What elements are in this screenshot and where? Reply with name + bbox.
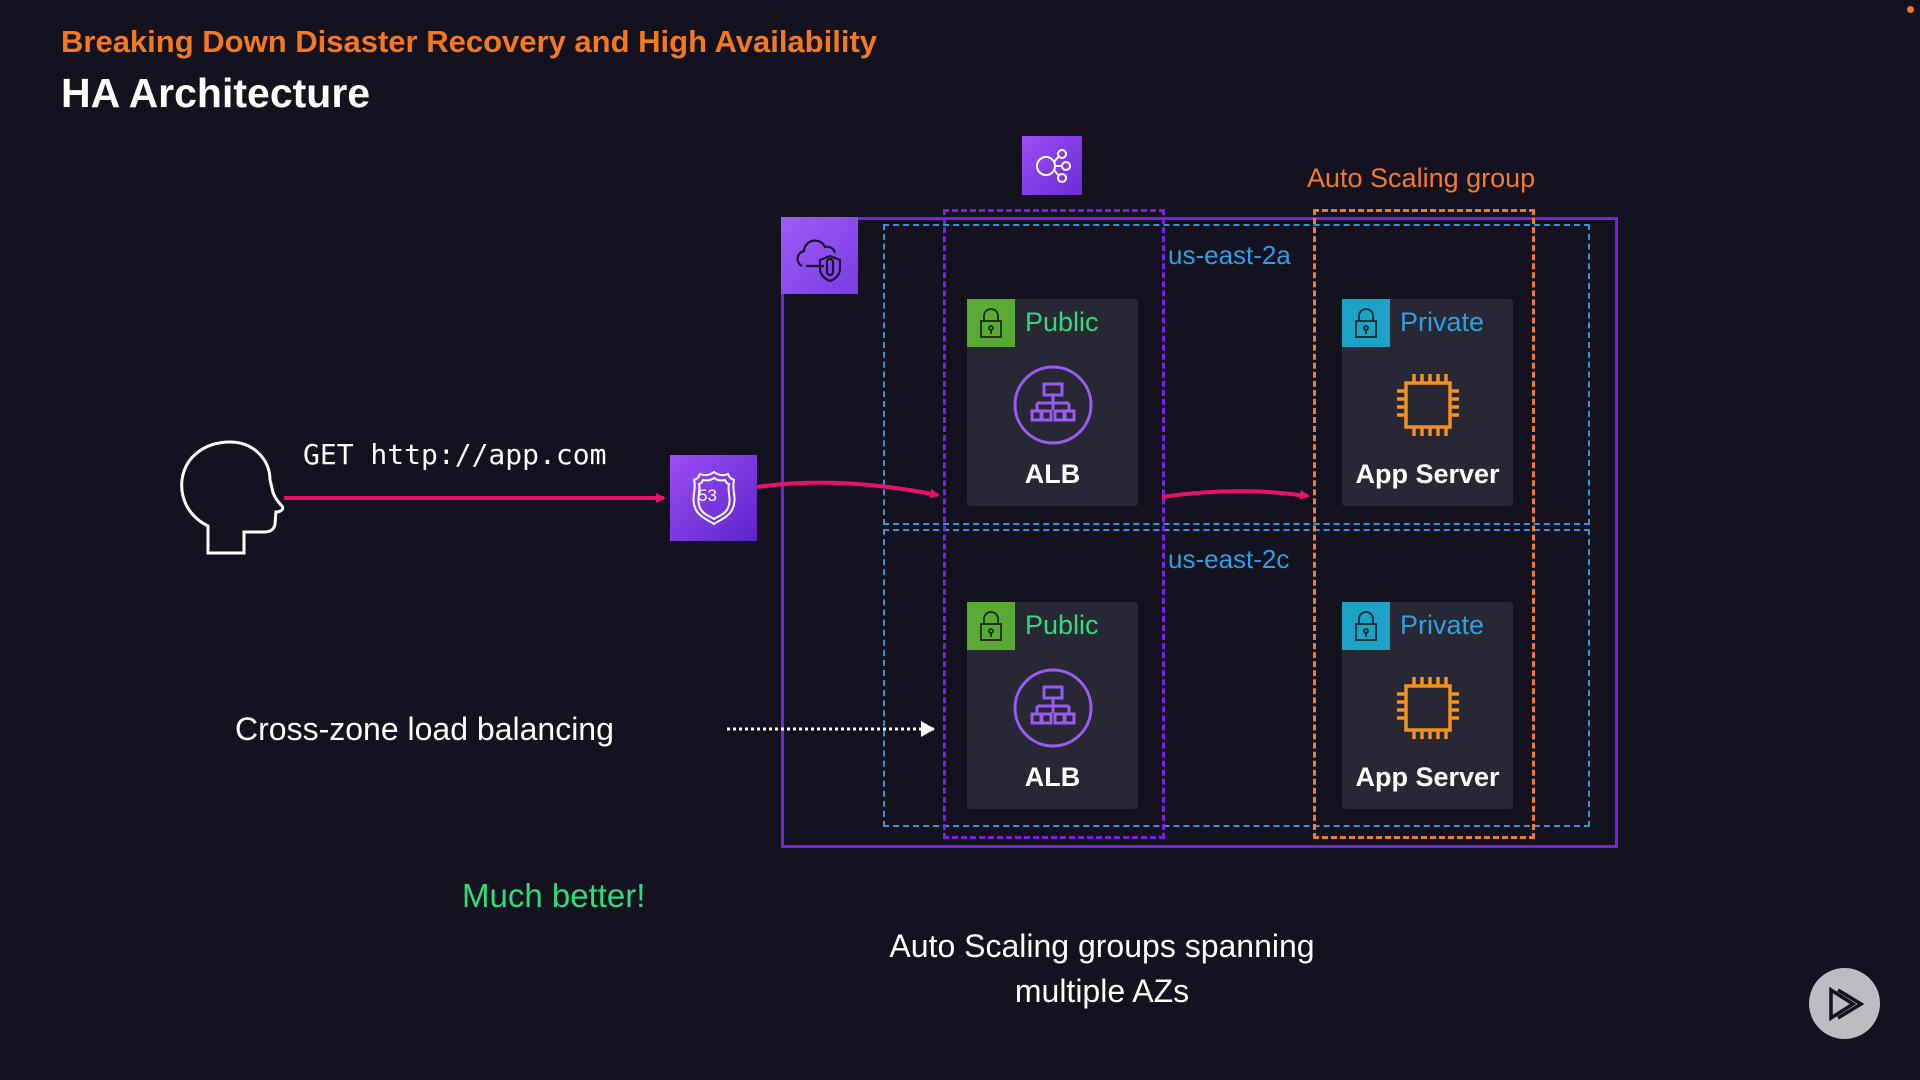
subnet-tag: Private (1400, 307, 1485, 337)
slide-title: HA Architecture (61, 70, 371, 116)
route53-icon (670, 455, 757, 541)
component-name: ALB (1024, 459, 1081, 489)
asg-note-line1: Auto Scaling groups spanning (889, 928, 1315, 964)
public-subnet-card: Public ALB (967, 602, 1138, 809)
alb-group-boundary (943, 209, 1165, 839)
private-subnet-card: Private App Server (1342, 299, 1513, 506)
private-subnet-card: Private App Server (1342, 602, 1513, 809)
request-label: GET http://app.com (303, 438, 607, 471)
load-balancer-icon (1011, 666, 1095, 750)
verdict-label: Much better! (462, 877, 646, 914)
auto-scaling-group-boundary (1313, 209, 1535, 839)
play-logo-icon[interactable] (1809, 968, 1880, 1039)
public-subnet-card: Public ALB (967, 299, 1138, 506)
auto-scaling-group-label: Auto Scaling group (1307, 163, 1536, 193)
availability-zone-c (883, 529, 1590, 827)
vpc-cloud-shield-icon (781, 217, 858, 294)
vpc-boundary (781, 217, 1618, 848)
availability-zone-a (883, 224, 1590, 525)
lock-icon (967, 299, 1015, 347)
az-label-c: us-east-2c (1166, 544, 1292, 575)
component-name: App Server (1355, 459, 1500, 489)
component-name: ALB (1024, 762, 1081, 792)
dns-to-alb-arrow (756, 480, 940, 499)
subnet-tag: Public (1025, 610, 1099, 640)
course-subtitle: Breaking Down Disaster Recovery and High… (61, 24, 878, 59)
cpu-chip-icon (1386, 666, 1470, 750)
recording-indicator-dot (1907, 6, 1914, 13)
event-hub-icon (1022, 136, 1082, 195)
load-balancer-icon (1011, 363, 1095, 447)
user-head-icon (180, 440, 285, 555)
asg-note-line2: multiple AZs (1014, 973, 1190, 1009)
subnet-tag: Public (1025, 307, 1099, 337)
alb-to-app-arrow (1161, 489, 1310, 500)
cpu-chip-icon (1386, 363, 1470, 447)
subnet-tag: Private (1400, 610, 1485, 640)
route53-label: 53 (698, 486, 717, 505)
lock-icon (967, 602, 1015, 650)
asg-note: Auto Scaling groups spanning multiple AZ… (802, 924, 1402, 1014)
lock-icon (1342, 602, 1390, 650)
lock-icon (1342, 299, 1390, 347)
cross-zone-label: Cross-zone load balancing (235, 711, 614, 747)
az-label-a: us-east-2a (1166, 240, 1293, 271)
component-name: App Server (1355, 762, 1500, 792)
